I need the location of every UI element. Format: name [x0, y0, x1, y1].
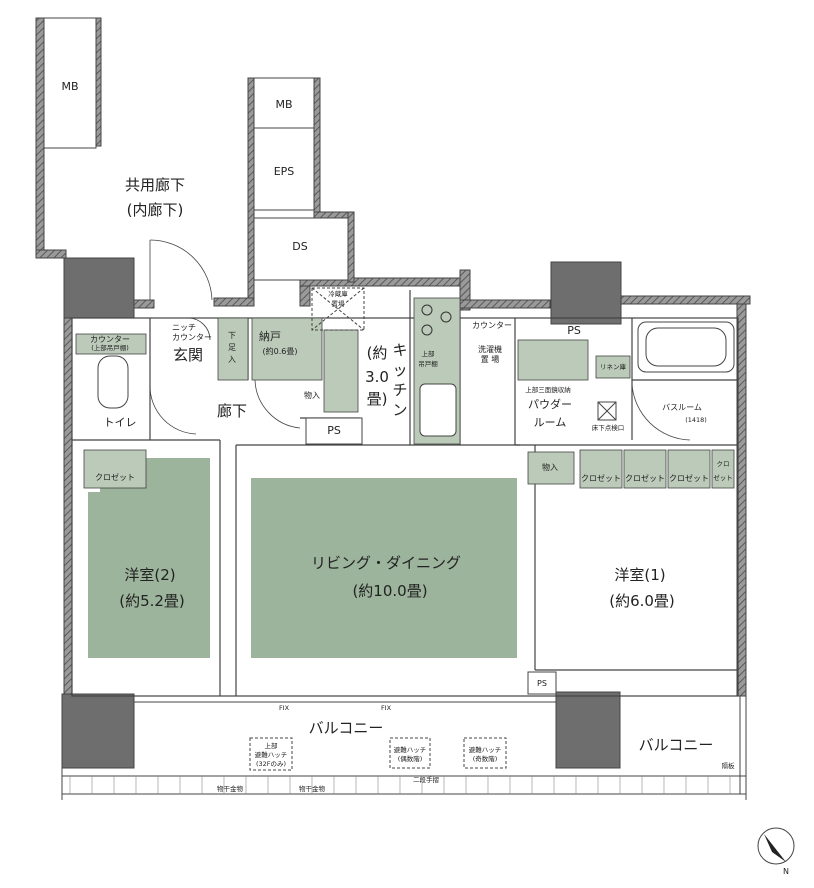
svg-text:入: 入	[228, 355, 236, 364]
shaft-rooms	[253, 77, 349, 281]
label-mb2: MB	[275, 98, 292, 111]
label-storage: 納戸	[259, 330, 281, 343]
label-kitchen: キ	[392, 341, 407, 359]
label-closet-1c: クロゼット	[669, 473, 709, 483]
floor-areas	[88, 458, 517, 658]
label-corridor-sub: (内廊下)	[127, 201, 184, 219]
label-closet-in: 物入	[304, 390, 320, 400]
north-arrow	[757, 827, 795, 865]
label-mb-top: MB	[61, 80, 78, 93]
label-toilet-counter: カウンター	[90, 335, 130, 344]
svg-text:(約: (約	[367, 344, 388, 362]
label-closet-1b: クロゼット	[625, 473, 665, 483]
label-toilet: トイレ	[104, 416, 137, 429]
svg-text:畳): 畳)	[367, 390, 388, 408]
label-storage-size: (約0.6畳)	[263, 346, 298, 356]
label-upper-storage: 上部三面鏡収納	[525, 385, 571, 394]
label-powder: パウダー	[528, 397, 572, 411]
label-linen: リネン庫	[600, 362, 627, 371]
label-laundry1: 物干金物	[217, 784, 244, 793]
bathtub	[637, 321, 735, 373]
label-inspection: 床下点検口	[592, 423, 625, 432]
svg-text:ゼット: ゼット	[713, 473, 733, 482]
svg-text:クロ: クロ	[717, 460, 730, 468]
svg-text:(32Fのみ): (32Fのみ)	[256, 760, 286, 768]
balcony-structure	[61, 695, 747, 800]
label-ps2: PS	[537, 679, 547, 688]
label-fix2: FIX	[381, 704, 392, 712]
svg-text:上部: 上部	[265, 741, 279, 750]
label-partition: 隔板	[722, 761, 736, 770]
ps-boxes	[305, 417, 557, 695]
label-balcony1: バルコニー	[309, 719, 384, 737]
label-mono: 物入	[542, 462, 558, 472]
label-niche: ニッチ	[172, 323, 196, 332]
svg-text:ン: ン	[392, 401, 407, 419]
label-room1: 洋室(1)	[614, 566, 665, 584]
svg-text:(奇数階): (奇数階)	[473, 754, 498, 763]
svg-text:(上部吊戸棚): (上部吊戸棚)	[91, 343, 129, 352]
label-north: N	[783, 867, 789, 876]
label-washer-counter: カウンター	[472, 321, 512, 330]
label-ds: DS	[292, 240, 307, 253]
columns	[61, 257, 622, 769]
label-room2-size: (約5.2畳)	[119, 592, 185, 610]
label-living-size: (約10.0畳)	[352, 582, 427, 600]
label-room2: 洋室(2)	[124, 566, 175, 584]
svg-text:足: 足	[228, 343, 236, 352]
svg-text:(偶数階): (偶数階)	[398, 754, 423, 763]
label-bath: バスルーム	[662, 403, 702, 412]
svg-text:避難ハッチ: 避難ハッチ	[255, 750, 288, 759]
label-closet-1a: クロゼット	[581, 473, 621, 483]
svg-text:上部: 上部	[422, 349, 436, 358]
label-closet-2: クロゼット	[95, 472, 135, 482]
label-entrance: 玄関	[173, 346, 203, 364]
label-kitchen-size: 3.0	[365, 368, 389, 386]
svg-text:避難ハッチ: 避難ハッチ	[469, 745, 502, 754]
fridge-space	[311, 287, 365, 331]
balcony-ticks	[69, 776, 731, 794]
svg-text:置 場: 置 場	[481, 354, 500, 364]
escape-hatches	[249, 737, 507, 771]
label-hall: 廊下	[217, 402, 247, 420]
toilet-fixture	[97, 355, 129, 409]
label-shoe: 下	[228, 331, 236, 340]
stove-burners	[421, 304, 452, 336]
svg-text:チ: チ	[392, 381, 407, 399]
svg-text:置場: 置場	[332, 299, 346, 308]
mb-box-top	[43, 17, 97, 149]
label-washer: 洗濯機	[478, 344, 502, 354]
label-living: リビング・ダイニング	[311, 554, 461, 572]
svg-text:ッ: ッ	[392, 361, 407, 379]
exterior-walls	[35, 17, 751, 697]
label-balcony2: バルコニー	[639, 736, 714, 754]
label-laundry2: 物干金物	[299, 784, 326, 793]
room-labels: MB 共用廊下 (内廊下) MB EPS DS 玄関 ニッチ カウンター 下 足…	[61, 80, 789, 876]
label-powder2: ルーム	[534, 416, 567, 429]
door-swings	[149, 239, 691, 441]
label-ps1: PS	[327, 424, 341, 437]
sink	[419, 383, 457, 437]
svg-text:避難ハッチ: 避難ハッチ	[394, 745, 427, 754]
label-niche-2: カウンター	[172, 333, 212, 342]
inspection-hatch	[597, 401, 617, 421]
label-room1-size: (約6.0畳)	[609, 592, 675, 610]
label-fix1: FIX	[279, 704, 290, 712]
label-ps-top: PS	[567, 324, 581, 337]
label-eps: EPS	[274, 165, 295, 178]
label-rail: 二段手摺	[413, 775, 440, 784]
svg-text:吊戸棚: 吊戸棚	[418, 359, 438, 368]
label-bath-size: (1418)	[685, 416, 707, 424]
label-fridge: 冷蔵庫	[328, 289, 348, 298]
label-corridor: 共用廊下	[125, 176, 185, 194]
